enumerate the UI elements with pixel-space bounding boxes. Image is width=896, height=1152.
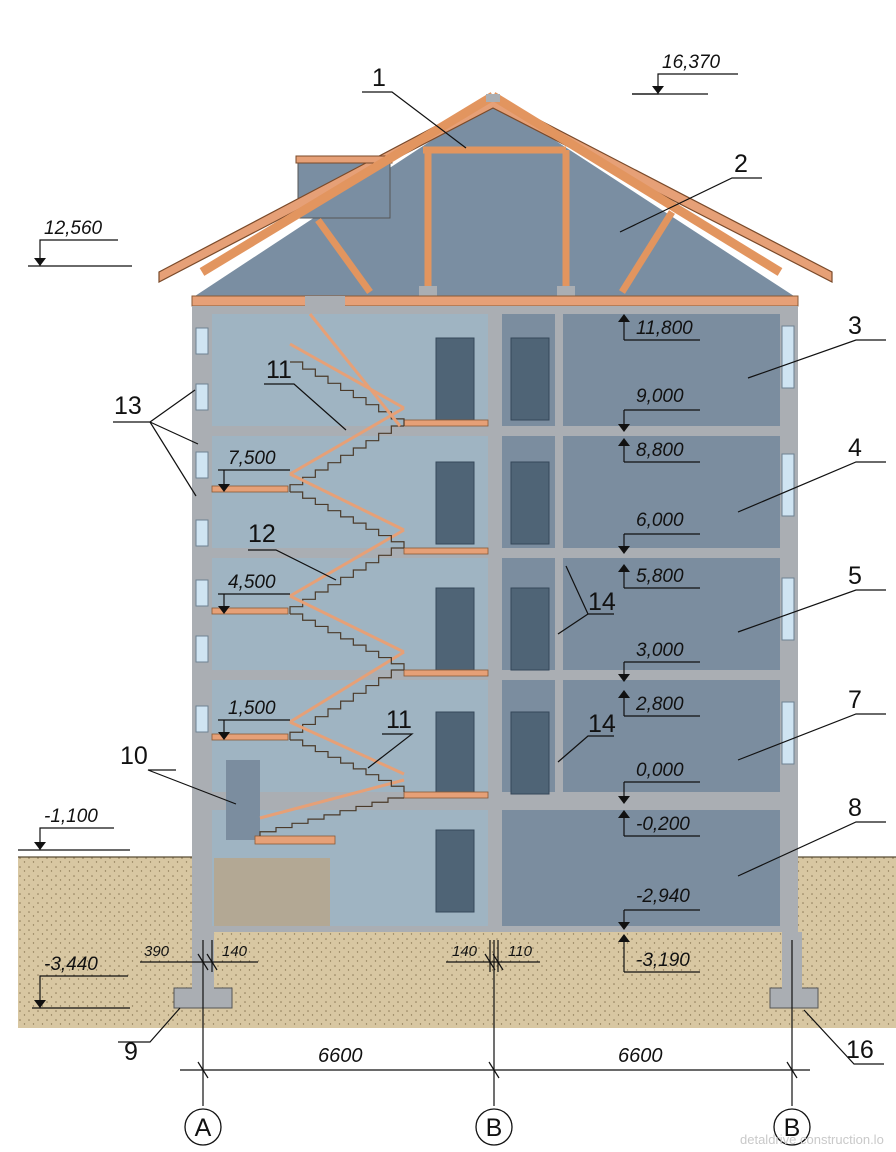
elev-f4-ceiling: 11,800: [636, 318, 693, 339]
elev-base-ceiling: -0,200: [636, 814, 690, 835]
watermark: detaldrive construction.lo: [740, 1132, 884, 1147]
callout-8: 8: [848, 794, 862, 822]
dimension-labels: 390 140 140 110 6600 6600: [144, 943, 663, 1067]
right-footing: [769, 987, 819, 1009]
callout-1: 1: [372, 64, 386, 92]
callout-11-bottom: 11: [386, 706, 412, 734]
elev-f2-ceiling: 5,800: [636, 566, 684, 587]
callout-11-top: 11: [266, 356, 292, 384]
elev-f3-ceiling: 8,800: [636, 440, 684, 461]
dim-span-1: 6600: [318, 1045, 363, 1067]
axis-b-right: B: [784, 1114, 801, 1142]
elev-f4-floor: 9,000: [636, 386, 684, 407]
axis-a: A: [195, 1114, 212, 1142]
windows: [195, 325, 795, 765]
attic-insulation: [191, 295, 799, 307]
stair-handrail: [289, 342, 405, 410]
elev-ridge: 16,370: [662, 52, 721, 73]
stair-flight: [259, 797, 404, 836]
callout-3: 3: [848, 312, 862, 340]
callout-9: 9: [124, 1038, 138, 1066]
elev-f1-floor: 0,000: [636, 760, 684, 781]
dim-mid-left: 140: [452, 943, 478, 960]
stair-flight: [290, 491, 405, 548]
elev-base-floor: -2,940: [636, 886, 690, 907]
callout-14-top: 14: [588, 588, 616, 616]
callout-16: 16: [846, 1036, 874, 1064]
elevation-labels: 16,370 12,560 11,800 9,000 8,800 6,000 5…: [44, 52, 721, 975]
callout-10: 10: [120, 742, 148, 770]
axis-b-middle: B: [486, 1114, 503, 1142]
floor-slabs: [211, 419, 489, 845]
stair-handrail: [289, 594, 405, 654]
roof: [158, 92, 833, 298]
elev-eaves: 12,560: [44, 218, 103, 239]
callout-7: 7: [848, 686, 862, 714]
dim-wall-inner: 140: [222, 943, 248, 960]
callout-5: 5: [848, 562, 862, 590]
elev-f1-ceiling: 2,800: [635, 694, 684, 715]
grid-axes: A B B: [184, 1108, 811, 1146]
callout-13: 13: [114, 392, 142, 420]
elev-base-slab: -3,190: [636, 950, 690, 971]
elev-landing-1: 1,500: [228, 698, 276, 719]
stair-flight: [308, 313, 402, 427]
stair-flight: [289, 547, 404, 614]
elev-f2-floor: 3,000: [636, 640, 684, 661]
elevation-arrows: [34, 86, 664, 1008]
elev-landing-2: 4,500: [228, 572, 276, 593]
stair-flight: [290, 361, 405, 426]
dim-mid-right: 110: [508, 943, 533, 960]
callout-numbers: 1 2 3 4 5 7 8 9 10 11 11 12 13 14 14 16: [114, 64, 874, 1066]
callout-12: 12: [248, 520, 276, 548]
stair-handrail: [289, 650, 405, 724]
elev-landing-3: 7,500: [228, 448, 276, 469]
annotations: [18, 73, 886, 1106]
stair-handrail: [289, 528, 405, 598]
stair-flight: [289, 425, 404, 492]
stair-flight: [289, 669, 404, 740]
stair-handrail: [259, 778, 405, 820]
elev-footing: -3,440: [44, 954, 98, 975]
stair-flight: [290, 613, 405, 670]
stair-flight: [290, 739, 405, 792]
callout-2: 2: [734, 150, 748, 178]
callout-14-bottom: 14: [588, 710, 616, 738]
stair-handrail: [289, 472, 405, 532]
elev-f3-floor: 6,000: [636, 510, 684, 531]
dim-span-2: 6600: [618, 1045, 663, 1067]
callout-4: 4: [848, 434, 862, 462]
dim-wall-outer: 390: [144, 943, 170, 960]
stair-handrail: [289, 406, 405, 476]
staircase: [259, 313, 405, 836]
elev-ground: -1,100: [44, 806, 98, 827]
stair-handrail: [289, 720, 405, 776]
